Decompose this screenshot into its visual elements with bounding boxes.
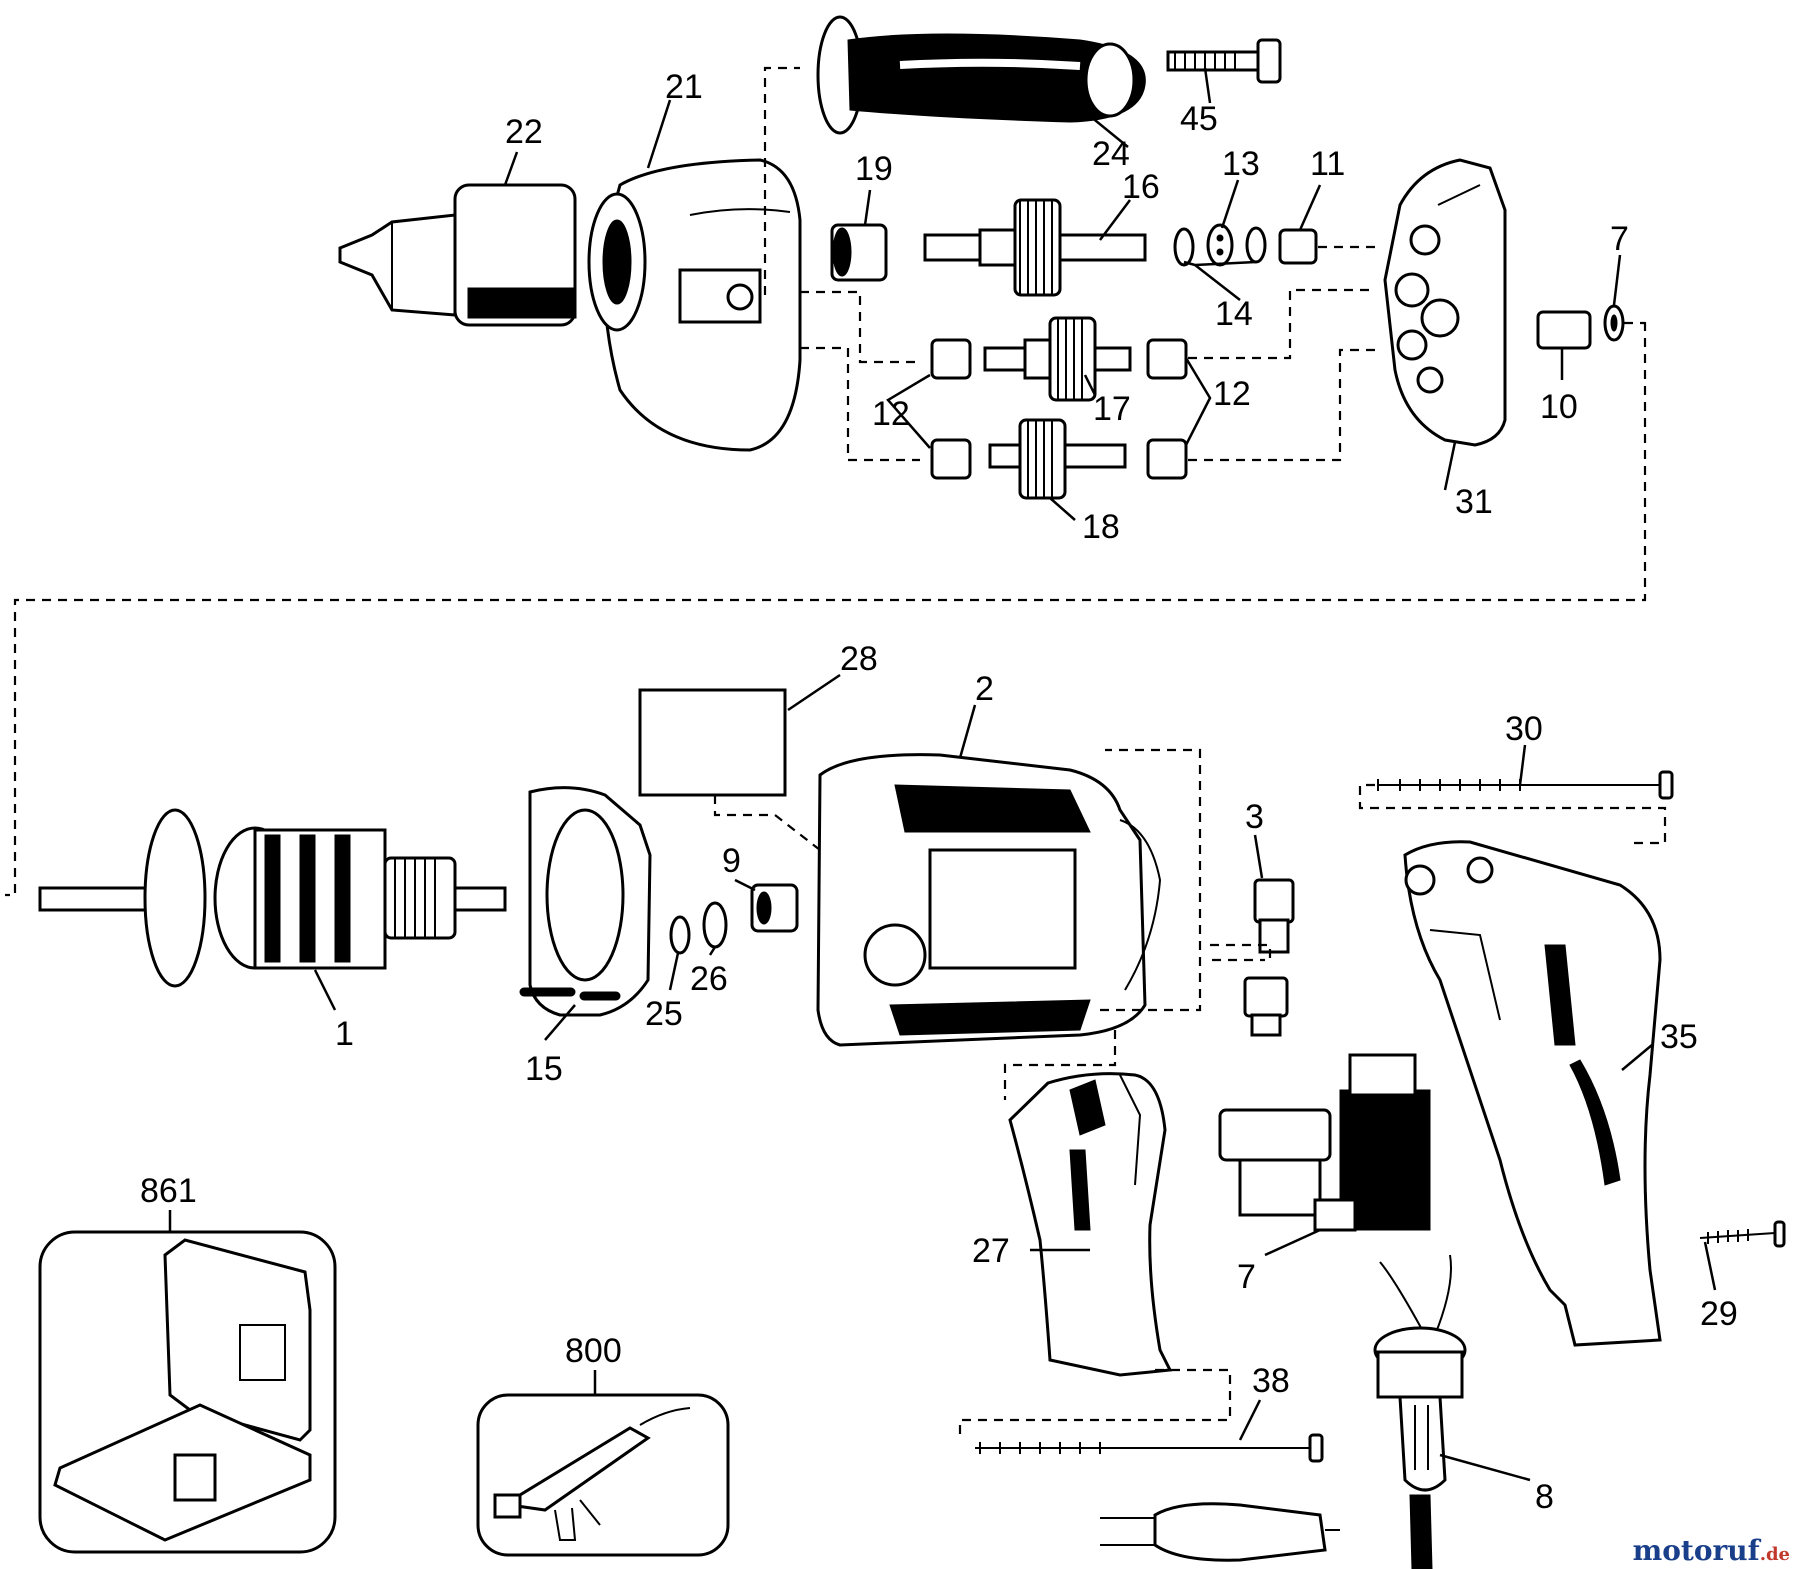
- watermark: motoruf.de: [1633, 1534, 1790, 1567]
- callout-17: 17: [1093, 390, 1131, 428]
- callout-14: 14: [1215, 295, 1253, 333]
- callout-28: 28: [840, 640, 878, 678]
- callout-16: 16: [1122, 168, 1160, 206]
- dash-30-to-35: [1358, 783, 1667, 845]
- callout-3: 3: [1245, 798, 1264, 836]
- callout-29: 29: [1700, 1295, 1738, 1333]
- watermark-brand: motoruf: [1633, 1534, 1762, 1567]
- assembly-dash-line: [5, 322, 1647, 897]
- callout-18: 18: [1082, 508, 1120, 546]
- callout-7-switch: 7: [1237, 1258, 1256, 1296]
- callout-21: 21: [665, 68, 703, 106]
- callout-12-right: 12: [1213, 375, 1251, 413]
- dash-21-to-bearings: [800, 290, 920, 364]
- callout-1: 1: [335, 1015, 354, 1053]
- part-10-bushing: [1536, 310, 1592, 350]
- callout-7-top: 7: [1610, 220, 1629, 258]
- callout-26: 26: [690, 960, 728, 998]
- part-38-long-screw: [975, 1433, 1324, 1463]
- part-28-label: [638, 688, 787, 797]
- part-3-brush-holders: [1243, 878, 1295, 1037]
- callout-22: 22: [505, 113, 543, 151]
- part-30-long-screw: [1377, 770, 1674, 800]
- dash-27-to-38: [958, 1368, 1232, 1440]
- part-21-gear-case: [587, 158, 802, 452]
- part-24-side-handle: [816, 15, 1146, 135]
- callout-9: 9: [722, 842, 741, 880]
- callout-15: 15: [525, 1050, 563, 1088]
- part-2-field-housing: [816, 753, 1162, 1047]
- part-1-armature: [38, 808, 507, 988]
- part-19-bushing: [830, 223, 888, 282]
- part-15-baffle: [519, 786, 652, 1017]
- part-12-bearings: [930, 338, 1188, 480]
- dash-3-to-2: [1210, 943, 1272, 962]
- part-13-14-washers: [1173, 223, 1267, 267]
- part-31-gear-plate: [1383, 158, 1507, 447]
- part-18-gear: [988, 418, 1127, 500]
- callout-8: 8: [1535, 1478, 1554, 1516]
- part-27-handle-half: [1008, 1072, 1173, 1377]
- dash-12-to-31-a: [1188, 288, 1375, 360]
- callout-labels: 22 21 24 45 19 16 13 11 7 14 10 12 17 12…: [140, 68, 1738, 1516]
- callout-30: 30: [1505, 710, 1543, 748]
- part-45-bolt: [1166, 38, 1282, 84]
- dash-2-to-27: [1003, 1030, 1117, 1100]
- callout-10: 10: [1540, 388, 1578, 426]
- dash-2-to-brushes: [1100, 748, 1202, 1012]
- callout-45: 45: [1180, 100, 1218, 138]
- part-17-gear: [983, 316, 1132, 402]
- callout-19: 19: [855, 150, 893, 188]
- part-35-handle-half: [1403, 840, 1662, 1347]
- callout-25: 25: [645, 995, 683, 1033]
- part-16-spindle-gear: [923, 198, 1147, 297]
- callout-861: 861: [140, 1172, 197, 1210]
- part-8-cord-set: [1100, 1254, 1467, 1569]
- dash-21-to-24: [763, 66, 800, 295]
- dash-12-to-31-b: [1188, 348, 1378, 462]
- callout-11: 11: [1310, 145, 1345, 183]
- part-29-screw: [1699, 1220, 1786, 1248]
- part-7-washer-top: [1603, 304, 1625, 342]
- callout-12-left: 12: [872, 395, 910, 433]
- part-7-switch: [1218, 1053, 1431, 1232]
- part-22-chuck: [338, 183, 577, 327]
- watermark-tld: .de: [1760, 1544, 1790, 1565]
- part-9-bearing: [750, 883, 799, 933]
- callout-38: 38: [1252, 1362, 1290, 1400]
- callout-35: 35: [1660, 1018, 1698, 1056]
- part-25-washer: [669, 915, 691, 955]
- inset-861-carrying-case: [38, 1230, 337, 1554]
- callout-24: 24: [1092, 135, 1130, 173]
- callout-13: 13: [1222, 145, 1260, 183]
- inset-800-accessory: [476, 1393, 730, 1557]
- callout-2: 2: [975, 670, 994, 708]
- callout-31: 31: [1455, 483, 1493, 521]
- part-26-nut: [702, 901, 728, 949]
- part-11-bushing: [1278, 228, 1318, 265]
- callout-27: 27: [972, 1232, 1010, 1270]
- dash-21-to-bearings-low: [800, 346, 920, 462]
- callout-800: 800: [565, 1332, 622, 1370]
- leader-lines: [313, 67, 1717, 1482]
- dash-28-to-2: [713, 795, 821, 851]
